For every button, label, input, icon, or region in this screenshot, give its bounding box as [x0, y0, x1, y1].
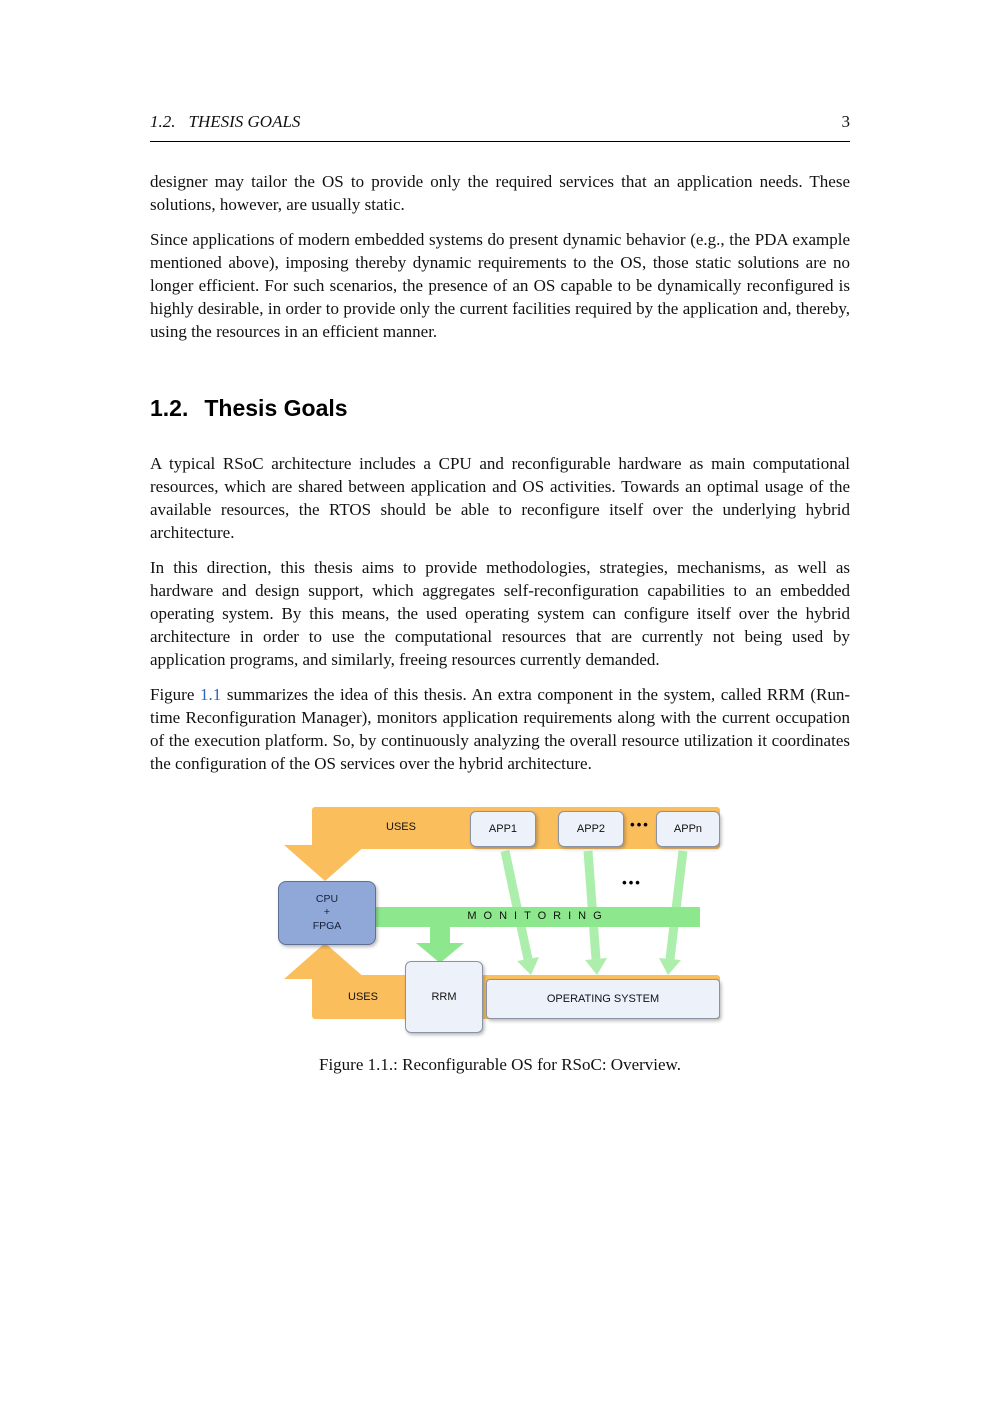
running-head-title: 1.2. THESIS GOALS — [150, 112, 300, 132]
monitoring-label: MONITORING — [467, 910, 609, 922]
paragraph-3: A typical RSoC architecture includes a C… — [150, 454, 850, 542]
page-body: designer may tailor the OS to provide on… — [150, 170, 850, 1075]
uses-top-arrowhead-icon — [284, 845, 366, 881]
plus-label: + — [323, 906, 331, 919]
app1-box: APP1 — [470, 811, 536, 847]
monitoring-band — [374, 907, 700, 927]
cpu-fpga-box: CPU + FPGA — [278, 881, 376, 945]
running-head-section-number: 1.2. — [150, 112, 176, 131]
section-heading: 1.2. Thesis Goals — [150, 395, 850, 422]
monitoring-to-rrm-arrowhead-icon — [416, 943, 464, 963]
paragraph-5-text-after: summarizes the idea of this thesis. An e… — [150, 685, 850, 773]
figure-1-1: USES USES MONITORING APP1 APP2 ••• APPn … — [150, 801, 850, 1075]
running-head-section-title: THESIS GOALS — [188, 112, 301, 131]
appn-monitor-arrow — [665, 850, 688, 960]
paragraph-4: In this direction, this thesis aims to p… — [150, 558, 850, 669]
figure-ref-link[interactable]: 1.1 — [199, 685, 222, 704]
app2-monitor-arrow — [583, 850, 601, 960]
page-number: 3 — [841, 112, 851, 131]
paragraph-1: designer may tailor the OS to provide on… — [150, 172, 850, 214]
fpga-label: FPGA — [312, 919, 342, 932]
appn-monitor-arrowhead-icon — [659, 958, 681, 975]
uses-bottom-label: USES — [348, 991, 378, 1003]
paragraph-5: Figure 1.1 summarizes the idea of this t… — [150, 683, 850, 775]
section-heading-number: 1.2. — [150, 395, 189, 421]
app1-monitor-arrow — [500, 850, 533, 960]
uses-top-label: USES — [386, 821, 416, 833]
paragraph-5-text-before: Figure — [150, 685, 200, 704]
section-heading-title: Thesis Goals — [204, 395, 348, 421]
figure-caption: Figure 1.1.: Reconfigurable OS for RSoC:… — [319, 1055, 681, 1074]
apps-ellipsis: ••• — [630, 817, 650, 832]
operating-system-box: OPERATING SYSTEM — [486, 979, 720, 1019]
running-head: 1.2. THESIS GOALS 3 — [150, 112, 850, 142]
app2-monitor-arrowhead-icon — [585, 958, 607, 975]
arrows-ellipsis: ••• — [622, 875, 642, 890]
rsoc-overview-diagram: USES USES MONITORING APP1 APP2 ••• APPn … — [278, 801, 722, 1033]
rrm-box: RRM — [405, 961, 483, 1033]
cpu-label: CPU — [315, 892, 339, 905]
monitoring-to-rrm-arrow-stem — [430, 911, 450, 943]
app1-monitor-arrowhead-icon — [517, 957, 539, 975]
uses-bottom-arrowhead-icon — [284, 943, 366, 979]
app2-box: APP2 — [558, 811, 624, 847]
appn-box: APPn — [656, 811, 720, 847]
paragraph-2: Since applications of modern embedded sy… — [150, 230, 850, 341]
